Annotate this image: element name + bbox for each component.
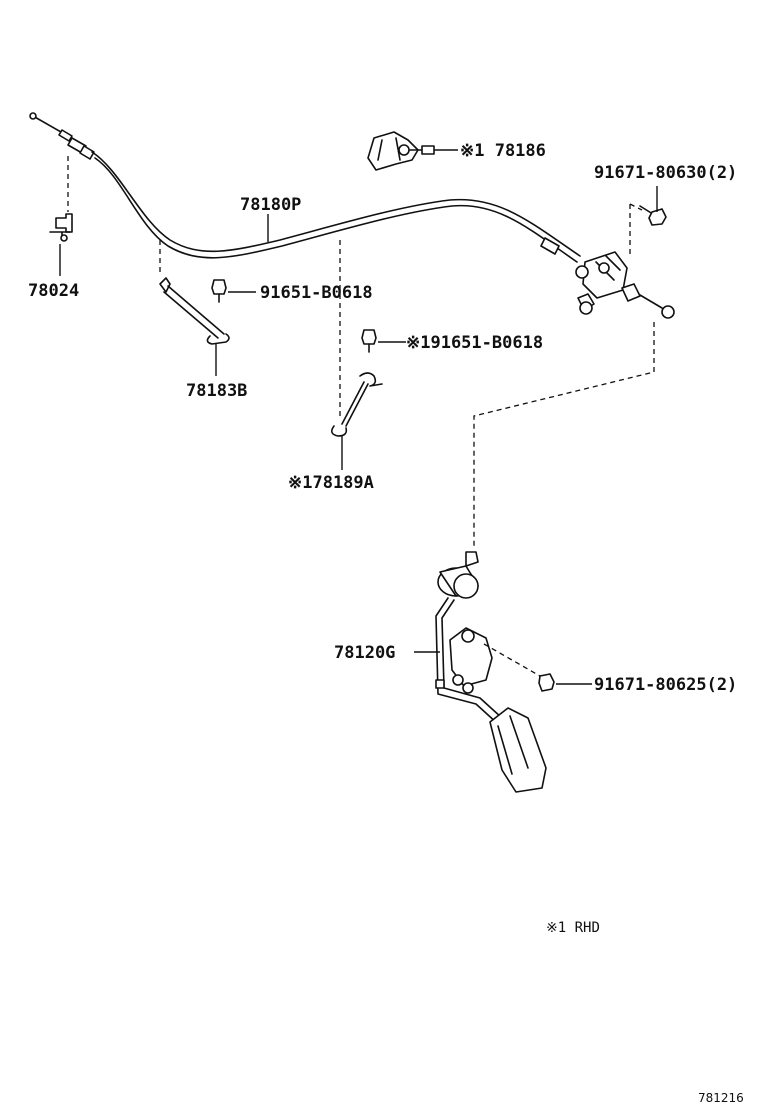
part-78120G-pedal [414, 551, 547, 793]
part-78024-clip [49, 156, 73, 276]
part-91671-80625-bolt [483, 643, 592, 692]
label-91671-80630: 91671-80630(2) [594, 163, 737, 183]
label-91651-B0618-b: ※191651-B0618 [406, 333, 543, 353]
part-91651-B0618-bolt-a [211, 279, 256, 303]
figure-code: 781216 [698, 1091, 744, 1105]
part-78189A-clamp [330, 240, 383, 470]
label-91651-B0618-a: 91651-B0618 [260, 283, 373, 303]
accelerator-cable [29, 112, 581, 263]
part-91671-80630-bolt [629, 186, 667, 258]
label-78189A: ※178189A [288, 473, 374, 493]
label-78180P: 78180P [240, 195, 301, 215]
label-78120G: 78120G [334, 643, 395, 663]
part-78183B-clamp [159, 240, 230, 376]
label-91671-80625: 91671-80625(2) [594, 675, 737, 695]
label-78183B: 78183B [186, 381, 247, 401]
legend-note-rhd: ※1 RHD [546, 920, 600, 936]
part-78186-bracket [367, 131, 458, 171]
label-78024: 78024 [28, 281, 79, 301]
throttle-bracket [575, 251, 675, 319]
label-78186: ※1 78186 [460, 141, 546, 161]
cable-route-dashed [473, 322, 655, 548]
part-91651-B0618-bolt-b [361, 329, 406, 353]
